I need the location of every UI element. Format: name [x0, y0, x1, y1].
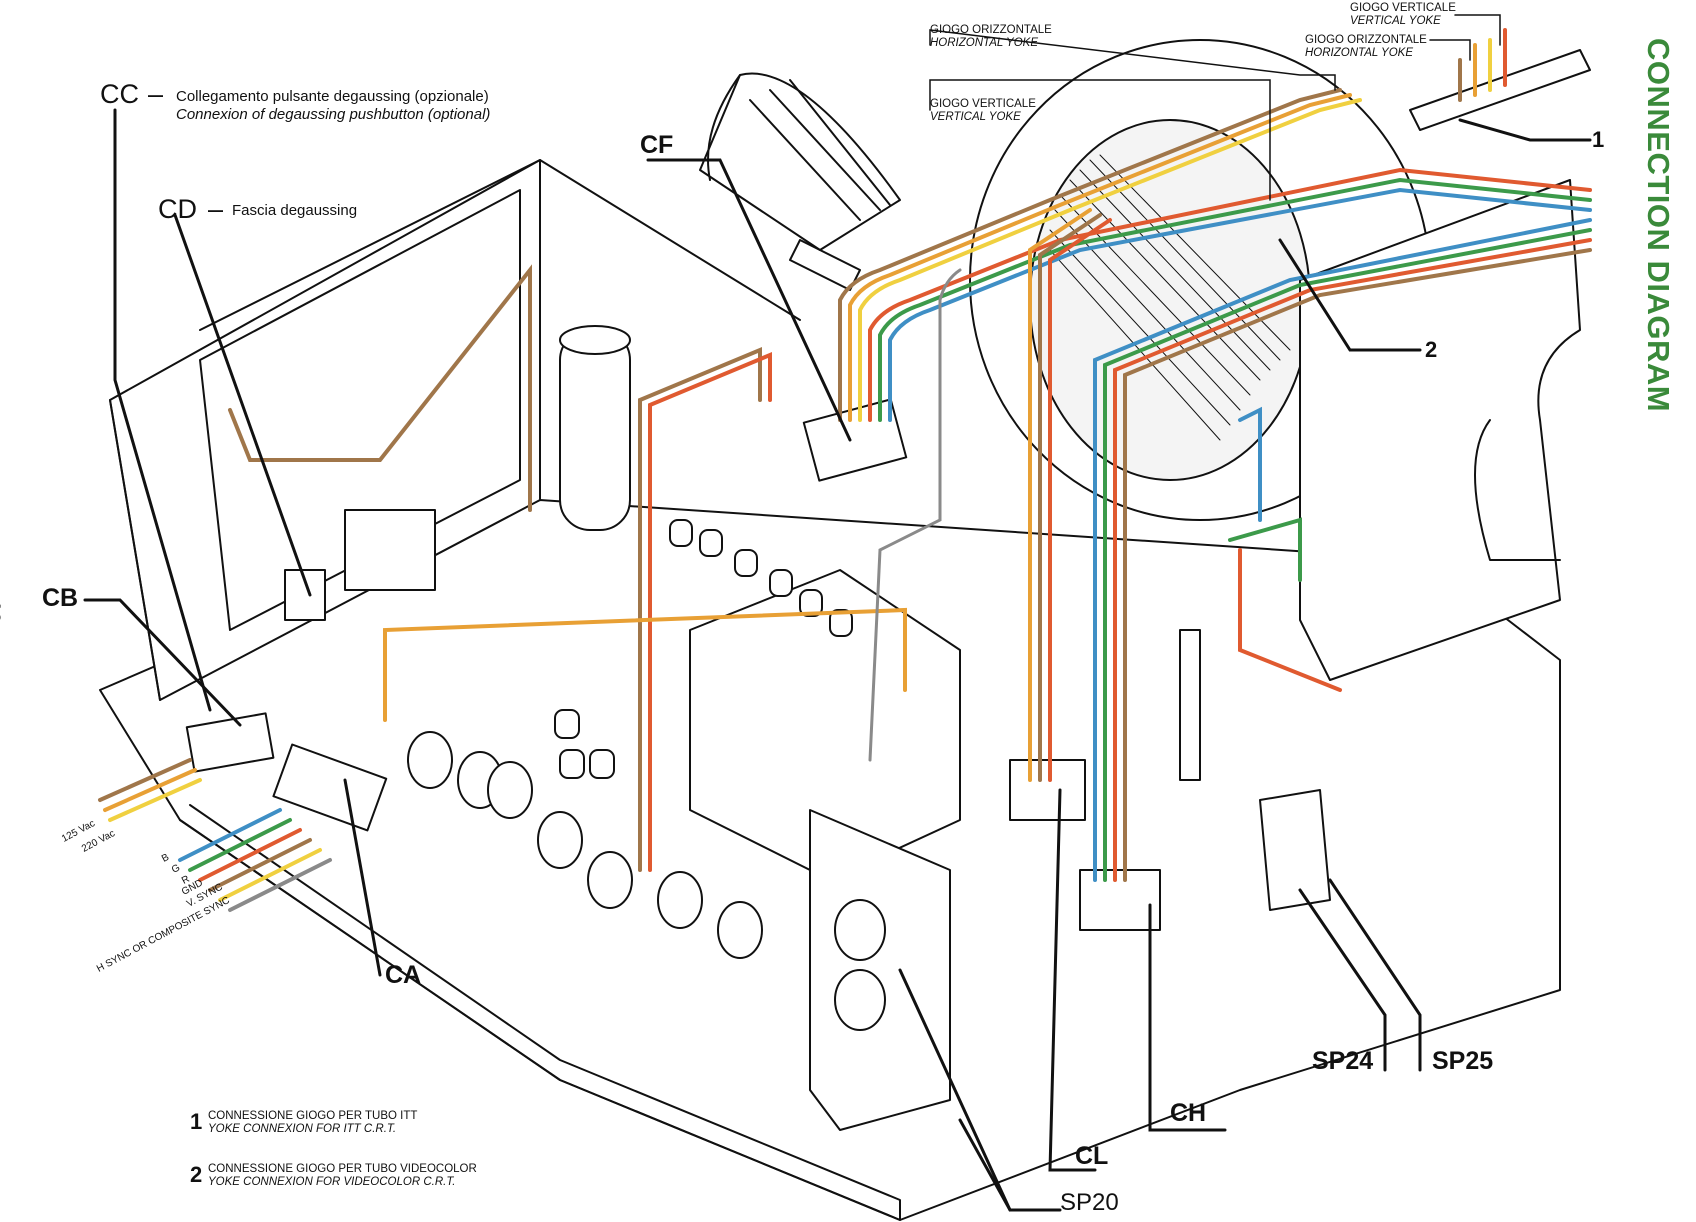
leader-ref1 — [1458, 118, 1592, 142]
callout-cl: CL — [1075, 1142, 1109, 1170]
leader-ch — [1148, 903, 1227, 1132]
input-wire-yellow — [108, 778, 202, 822]
pot-bracket — [809, 809, 951, 1131]
input-wire-brown2 — [208, 838, 312, 892]
yoke-top-horizontal-en: HORIZONTAL YOKE — [1305, 47, 1413, 59]
tube-enclosure — [1299, 179, 1581, 681]
wire-green-1 — [878, 177, 1592, 422]
wire-red-cf — [648, 352, 772, 872]
legend-1-it: CONNESSIONE GIOGO PER TUBO ITT — [208, 1110, 418, 1122]
wire-brown-cf — [638, 347, 762, 872]
leader-yoke-left-h — [929, 29, 1336, 91]
leader-cl — [1048, 788, 1097, 1172]
chassis-front-edge — [179, 804, 901, 1221]
wire-green-right — [1228, 517, 1302, 582]
leader-yoke-left-v — [929, 79, 1271, 201]
potentiometers — [407, 731, 886, 1031]
input-wire-blue — [178, 808, 282, 862]
callout-sp24: SP24 — [1312, 1047, 1374, 1075]
board-back-panel — [199, 189, 521, 631]
callout-sp20: SP20 — [1060, 1189, 1119, 1216]
yoke-left-vertical-en: VERTICAL YOKE — [930, 111, 1021, 123]
leader-cd — [173, 213, 312, 597]
wire-yellow-1 — [858, 98, 1362, 422]
yoke-windings — [1049, 154, 1291, 441]
legend-2-num: 2 — [190, 1162, 203, 1187]
wire-red-cl — [1048, 218, 1112, 782]
wire-brown-1 — [838, 88, 1342, 422]
callout-cf: CF — [640, 131, 674, 159]
callout-cd-it: Fascia degaussing — [232, 202, 358, 219]
wire-blue-ch — [1093, 218, 1592, 882]
leader-sp25 — [1328, 878, 1422, 1072]
input-wire-green — [188, 818, 292, 872]
legend-1-num: 1 — [190, 1109, 203, 1134]
legend-2-en: YOKE CONNEXION FOR VIDEOCOLOR C.R.T. — [208, 1176, 456, 1188]
input-wire-orange — [103, 768, 197, 812]
rear-wall — [199, 159, 801, 331]
yoke-top-vertical-it: GIOGO VERTICALE — [1350, 2, 1456, 14]
connector-cb — [185, 712, 275, 773]
electrolytic-capacitor — [559, 329, 631, 531]
leader-cf — [646, 158, 852, 442]
yoke-left-horizontal-en: HORIZONTAL YOKE — [930, 37, 1038, 49]
legend-1-en: YOKE CONNEXION FOR ITT C.R.T. — [208, 1123, 397, 1135]
yoke-left-horizontal-it: GIOGO ORIZZONTALE — [930, 24, 1052, 36]
degaussing-relay — [344, 509, 436, 591]
page-title: CONNECTION DIAGRAM — [1641, 38, 1676, 413]
ref-1: 1 — [1592, 127, 1605, 152]
leader-sp20-b — [958, 1118, 1012, 1212]
yoke-top-horizontal-it: GIOGO ORIZZONTALE — [1305, 34, 1427, 46]
yoke-top-vertical-en: VERTICAL YOKE — [1350, 15, 1441, 27]
leader-cb — [83, 598, 242, 727]
speaker-cone — [699, 72, 901, 251]
wire-red-right — [1238, 548, 1342, 692]
wire-brown-degauss — [228, 264, 532, 512]
hv-spring — [1179, 629, 1201, 781]
leader-ref2 — [1278, 238, 1422, 352]
wire-blue-right — [1238, 406, 1262, 522]
input-wire-brown — [98, 758, 192, 802]
connector-cl — [1009, 759, 1086, 821]
leader-yoke-top-h — [1429, 39, 1471, 61]
ref-2: 2 — [1425, 337, 1438, 362]
sp-bracket — [1259, 789, 1331, 911]
callout-cc-en: Connexion of degaussing pushbutton (opti… — [176, 106, 491, 123]
wire-orange-cl — [1028, 208, 1092, 782]
callout-sp25: SP25 — [1432, 1047, 1494, 1075]
speaker-shaft — [789, 239, 861, 291]
wire-brown-ch — [1123, 248, 1592, 882]
callout-cc-code: CC — [100, 79, 139, 109]
page-number: 10 — [0, 600, 4, 624]
leader-ca — [343, 778, 382, 977]
input-wire-red — [198, 828, 302, 882]
wire-brown-cl — [1038, 213, 1102, 782]
leader-yoke-top-v — [1454, 14, 1501, 46]
yoke-left-vertical-it: GIOGO VERTICALE — [930, 98, 1036, 110]
flyback-transformer — [689, 569, 961, 881]
input-wire-gray — [228, 858, 332, 912]
callout-cd-code: CD — [158, 194, 197, 224]
callout-ca: CA — [385, 961, 422, 989]
wire-orange-cd — [383, 607, 907, 722]
leader-cc — [113, 108, 212, 712]
callout-cd-dash: – — [208, 194, 224, 224]
connector-ca — [272, 743, 388, 832]
callout-cc-it: Collegamento pulsante degaussing (opzion… — [176, 88, 489, 105]
callout-cb: CB — [42, 584, 79, 612]
callout-ch: CH — [1170, 1099, 1207, 1127]
wire-red-1 — [868, 167, 1592, 422]
itt-connector-plate — [1409, 49, 1591, 131]
connector-ch — [1079, 869, 1161, 931]
legend-2-it: CONNESSIONE GIOGO PER TUBO VIDEOCOLOR — [208, 1163, 477, 1175]
wire-orange-1 — [848, 93, 1352, 422]
leader-sp24 — [1298, 888, 1387, 1072]
capacitor-row — [554, 519, 853, 779]
input-wire-yellow2 — [218, 848, 322, 902]
wire-red-ch — [1113, 238, 1592, 882]
wire-green-ch — [1103, 228, 1592, 882]
wire-gray-yoke — [868, 268, 962, 762]
callout-cc-dash: – — [148, 79, 164, 109]
